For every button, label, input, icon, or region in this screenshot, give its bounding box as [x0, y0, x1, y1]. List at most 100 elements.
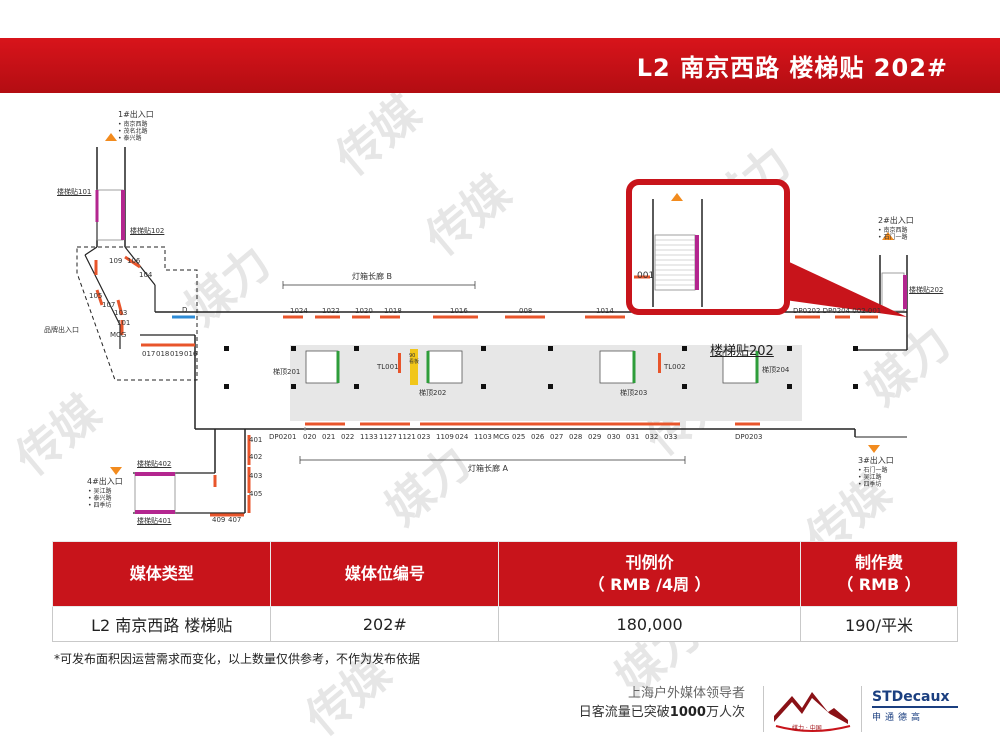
exit3-road: • 石门一路: [858, 467, 888, 474]
escalator-label: 梯顶204: [762, 366, 790, 374]
stair-202-label: 楼梯贴202: [710, 344, 774, 359]
exit1-road: • 南京西路: [118, 121, 148, 128]
divider: [763, 686, 764, 732]
stair-202-label-small: 楼梯贴202: [909, 286, 944, 294]
exit1-road: • 泰兴路: [118, 135, 142, 142]
lightbox-b-label: 灯箱长廊 B: [352, 272, 393, 281]
exit2-road: • 南京西路: [878, 227, 908, 234]
media-top-row: [141, 315, 878, 347]
code-label: 1121: [398, 433, 416, 441]
escalator-201: [305, 350, 340, 384]
code-label: 017: [142, 350, 156, 358]
code-label: 031: [626, 433, 640, 441]
code-label: MCG: [493, 433, 510, 441]
inset-code: 001: [637, 271, 655, 281]
escalator-label: 梯顶203: [620, 389, 648, 397]
dp0203-label: DP0203: [735, 433, 763, 441]
escalator-label: 梯顶201: [273, 368, 301, 376]
footer-tagline: 上海户外媒体领导者 日客流量已突破1000万人次: [579, 684, 745, 722]
dp-top-label: DP0202 DP0204 002 001: [793, 307, 882, 315]
stair-102-label: 楼梯贴102: [130, 227, 165, 235]
pillars: [224, 346, 858, 389]
exit3-arrow-icon: [868, 445, 880, 453]
code-label: 1022: [322, 307, 340, 315]
exit4-title: 4#出入口: [87, 477, 123, 486]
code-label: 1127: [379, 433, 397, 441]
header-media-type: 媒体类型: [51, 541, 272, 607]
lightbox-b-dimension: [282, 281, 476, 289]
code-label: 1020: [355, 307, 373, 315]
code-label: 409: [212, 516, 226, 524]
code-label: 103: [114, 309, 128, 317]
code-label: 019: [170, 350, 184, 358]
code-label: 023: [417, 433, 431, 441]
d-label: D: [182, 306, 188, 314]
tl001-label: TL001: [377, 363, 399, 371]
exit3-road: • 四季坊: [858, 481, 882, 488]
escalator-label: 梯顶202: [419, 389, 447, 397]
stair-401-label: 楼梯贴401: [137, 517, 172, 525]
media-pricing-table: 媒体类型 媒体位编号 刊例价（ RMB /4周 ） 制作费（ RMB ） L2 …: [51, 541, 958, 642]
code-label: 032: [645, 433, 659, 441]
code-label: 025: [512, 433, 526, 441]
code-label: 022: [341, 433, 355, 441]
exit2-arrow-icon: [882, 232, 894, 240]
title-banner: L2 南京西路 楼梯贴 202#: [0, 38, 1000, 93]
code-label: 024: [455, 433, 469, 441]
exit4-road: • 四季坊: [88, 502, 112, 509]
exit3-road: • 吴江路: [858, 474, 882, 481]
cell-production-fee: 190/平米: [800, 606, 958, 642]
header-production-fee: 制作费（ RMB ）: [800, 541, 958, 607]
code-label: 016: [184, 350, 198, 358]
code-label: 105: [89, 292, 103, 300]
code-label: 106: [127, 257, 141, 265]
tagline-line1: 上海户外媒体领导者: [627, 686, 745, 701]
code-label: 403: [249, 472, 263, 480]
meili-brand-text: 媒力 · 中国: [792, 725, 822, 732]
header-price: 刊例价（ RMB /4周 ）: [498, 541, 802, 607]
code-label: 401: [249, 436, 263, 444]
media-left: [94, 255, 251, 517]
code-label: 021: [322, 433, 336, 441]
code-label: 020: [303, 433, 317, 441]
table-row: L2 南京西路 楼梯贴 202# 180,000 190/平米: [51, 606, 958, 642]
code-label: 1018: [384, 307, 402, 315]
station-floor-plan: 1#出入口 • 南京西路 • 茂名北路 • 泰兴路 2#出入口 • 南京西路 •…: [0, 95, 1000, 535]
code-label: 1016: [450, 307, 468, 315]
tl002-label: TL002: [664, 363, 686, 371]
code-label: 1014: [596, 307, 614, 315]
code-label: 405: [249, 490, 263, 498]
code-label: 109: [109, 257, 123, 265]
code-label: 028: [569, 433, 583, 441]
escalator-202: [426, 350, 463, 384]
code-label: 026: [531, 433, 545, 441]
kiosk-label: 90看板: [409, 353, 420, 365]
code-label: 402: [249, 453, 263, 461]
exit2-title: 2#出入口: [878, 216, 914, 225]
floor-plan-drawing: [76, 133, 908, 517]
dp0201-label: DP0201: [269, 433, 297, 441]
stair-101: [95, 189, 125, 241]
meili-logo-icon: [774, 692, 851, 732]
code-label: 027: [550, 433, 564, 441]
brand-exit-label: 品牌出入口: [44, 326, 79, 334]
lightbox-a-dimension: [299, 456, 686, 464]
escalator-203: [599, 350, 636, 384]
disclaimer-note: *可发布面积因运营需求而变化，以上数量仅供参考，不作为发布依据: [54, 652, 421, 666]
code-label: 1109: [436, 433, 454, 441]
code-label: 104: [139, 271, 153, 279]
code-label: 008: [519, 307, 533, 315]
code-label: 101: [117, 319, 131, 327]
code-label: 407: [228, 516, 242, 524]
code-label: 107: [102, 301, 116, 309]
code-label: 018: [156, 350, 170, 358]
exit1-arrow-icon: [105, 133, 117, 141]
code-label: 1133: [360, 433, 378, 441]
page-title: L2 南京西路 楼梯贴 202#: [636, 54, 948, 82]
escalator-204: [722, 350, 759, 384]
code-label: 030: [607, 433, 621, 441]
callout-pointer: [785, 260, 907, 317]
cell-media-code: 202#: [270, 606, 500, 642]
code-label: 029: [588, 433, 602, 441]
